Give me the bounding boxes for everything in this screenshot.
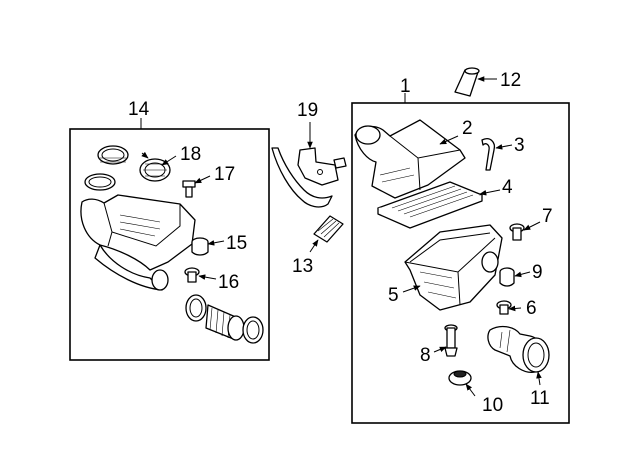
callout-11: 11 bbox=[530, 388, 550, 409]
group-box-1 bbox=[351, 102, 570, 424]
bolt-part-6 bbox=[496, 300, 512, 315]
air-duct-hose-assembly bbox=[80, 145, 196, 291]
leader-arrows bbox=[141, 76, 542, 397]
filter-element-part-13 bbox=[313, 215, 344, 243]
callout-3: 3 bbox=[514, 135, 525, 156]
callout-1: 1 bbox=[400, 76, 411, 97]
bracket-part-19 bbox=[271, 147, 347, 208]
air-cleaner-cover-part-2 bbox=[354, 119, 466, 199]
bolt-part-16 bbox=[184, 267, 200, 283]
callout-10: 10 bbox=[482, 395, 503, 416]
bolt-part-8 bbox=[444, 324, 458, 357]
air-cleaner-case-part-5 bbox=[404, 224, 503, 311]
grommet-part-10 bbox=[448, 370, 472, 386]
callout-4: 4 bbox=[502, 177, 513, 198]
callout-16: 16 bbox=[218, 272, 239, 293]
callout-15: 15 bbox=[226, 233, 247, 254]
callout-7: 7 bbox=[542, 206, 553, 227]
callout-9: 9 bbox=[532, 262, 543, 283]
callout-8: 8 bbox=[420, 345, 431, 366]
callout-6: 6 bbox=[526, 298, 537, 319]
sensor-part-12 bbox=[454, 67, 480, 97]
callout-18: 18 bbox=[180, 144, 201, 165]
intake-hose-clamps bbox=[185, 294, 264, 344]
grommet-part-15 bbox=[191, 237, 209, 256]
callout-12: 12 bbox=[500, 70, 521, 91]
callout-17: 17 bbox=[214, 164, 235, 185]
callout-5: 5 bbox=[388, 285, 399, 306]
intake-duct-part-11 bbox=[487, 325, 550, 373]
callout-13: 13 bbox=[292, 256, 313, 277]
group-box-14 bbox=[69, 128, 270, 361]
bolt-part-17 bbox=[182, 180, 196, 198]
callout-2: 2 bbox=[462, 118, 473, 139]
callout-14: 14 bbox=[128, 99, 150, 120]
seal-part-3 bbox=[481, 138, 496, 171]
bolt-part-7 bbox=[509, 223, 525, 241]
callout-19: 19 bbox=[297, 100, 318, 121]
grommet-part-9 bbox=[499, 267, 515, 287]
